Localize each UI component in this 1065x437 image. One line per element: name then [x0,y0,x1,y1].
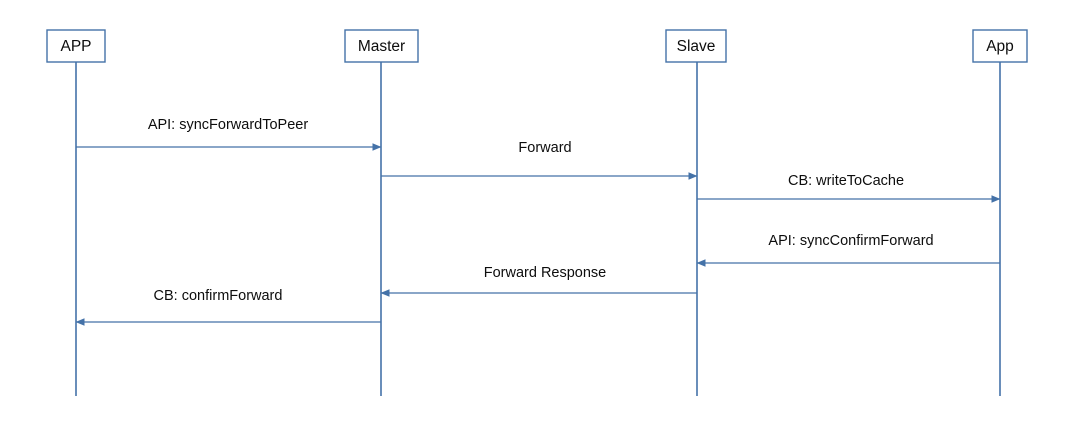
lifeline-box-app_left[interactable] [46,29,106,63]
lifeline-app_right: App [972,29,1028,396]
message-3[interactable]: API: syncConfirmForward [696,233,1000,267]
message-2[interactable]: CB: writeToCache [697,173,1001,203]
lifeline-label-master: Master [358,38,405,55]
lifeline-slave: Slave [665,29,727,396]
lifeline-box-slave[interactable] [665,29,727,63]
message-label-3: API: syncConfirmForward [768,233,933,249]
lifeline-label-app_left: APP [60,38,91,55]
lifeline-label-app_right: App [986,38,1014,55]
lifeline-app_left: APP [46,29,106,396]
lifeline-label-slave: Slave [677,38,716,55]
message-0[interactable]: API: syncForwardToPeer [76,117,382,151]
message-1[interactable]: Forward [381,140,698,180]
lifelines-group: APP Master Slave App [46,29,1028,396]
message-5[interactable]: CB: confirmForward [75,288,381,326]
message-label-0: API: syncForwardToPeer [148,117,309,133]
message-label-1: Forward [518,140,571,156]
lifeline-box-app_right[interactable] [972,29,1028,63]
message-label-5: CB: confirmForward [154,288,283,304]
lifeline-box-master[interactable] [344,29,419,63]
message-label-2: CB: writeToCache [788,173,904,189]
lifeline-master: Master [344,29,419,396]
message-4[interactable]: Forward Response [380,265,697,297]
message-label-4: Forward Response [484,265,607,281]
